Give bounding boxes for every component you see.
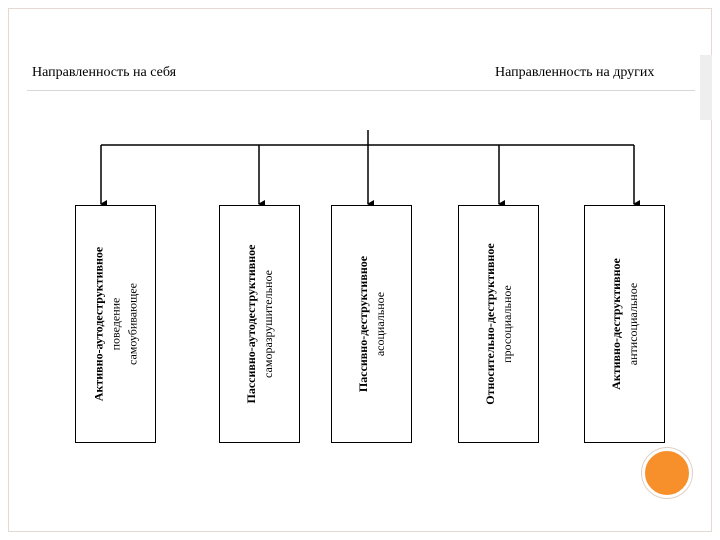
accent-circle (642, 448, 692, 498)
box-5-title: Активно-деструктивное (608, 258, 623, 390)
box-5-line2: антисоциальное (625, 282, 640, 366)
heading-self-directed: Направленность на себя (32, 65, 177, 80)
box-active-destructive: Активно-деструктивное антисоциальное (584, 205, 665, 443)
header-divider (27, 90, 695, 91)
box-3-title: Пассивно-деструктивное (355, 255, 370, 393)
box-passive-destructive: Пассивно-деструктивное асоциальное (331, 205, 412, 443)
box-2-line2: саморазрушительное (260, 270, 275, 378)
slide-frame (8, 8, 712, 532)
box-passive-autodestructive: Пассивно-аутодеструктивное саморазрушите… (219, 205, 300, 443)
box-1-line3: самоубивающее (125, 283, 139, 365)
side-tab (700, 55, 712, 120)
box-4-line2: просоциальное (499, 285, 514, 363)
box-3-line2: асоциальное (372, 291, 387, 357)
box-4-title: Относительно-деструктивное (482, 243, 497, 405)
box-1-title: Активно-аутодеструктивное (91, 246, 105, 402)
box-1-line2: поведение (108, 297, 122, 351)
box-active-autodestructive: Активно-аутодеструктивное поведение само… (75, 205, 156, 443)
heading-other-directed: Направленность на других (495, 65, 655, 80)
box-2-title: Пассивно-аутодеструктивное (243, 244, 258, 404)
box-relatively-destructive: Относительно-деструктивное просоциальное (458, 205, 539, 443)
